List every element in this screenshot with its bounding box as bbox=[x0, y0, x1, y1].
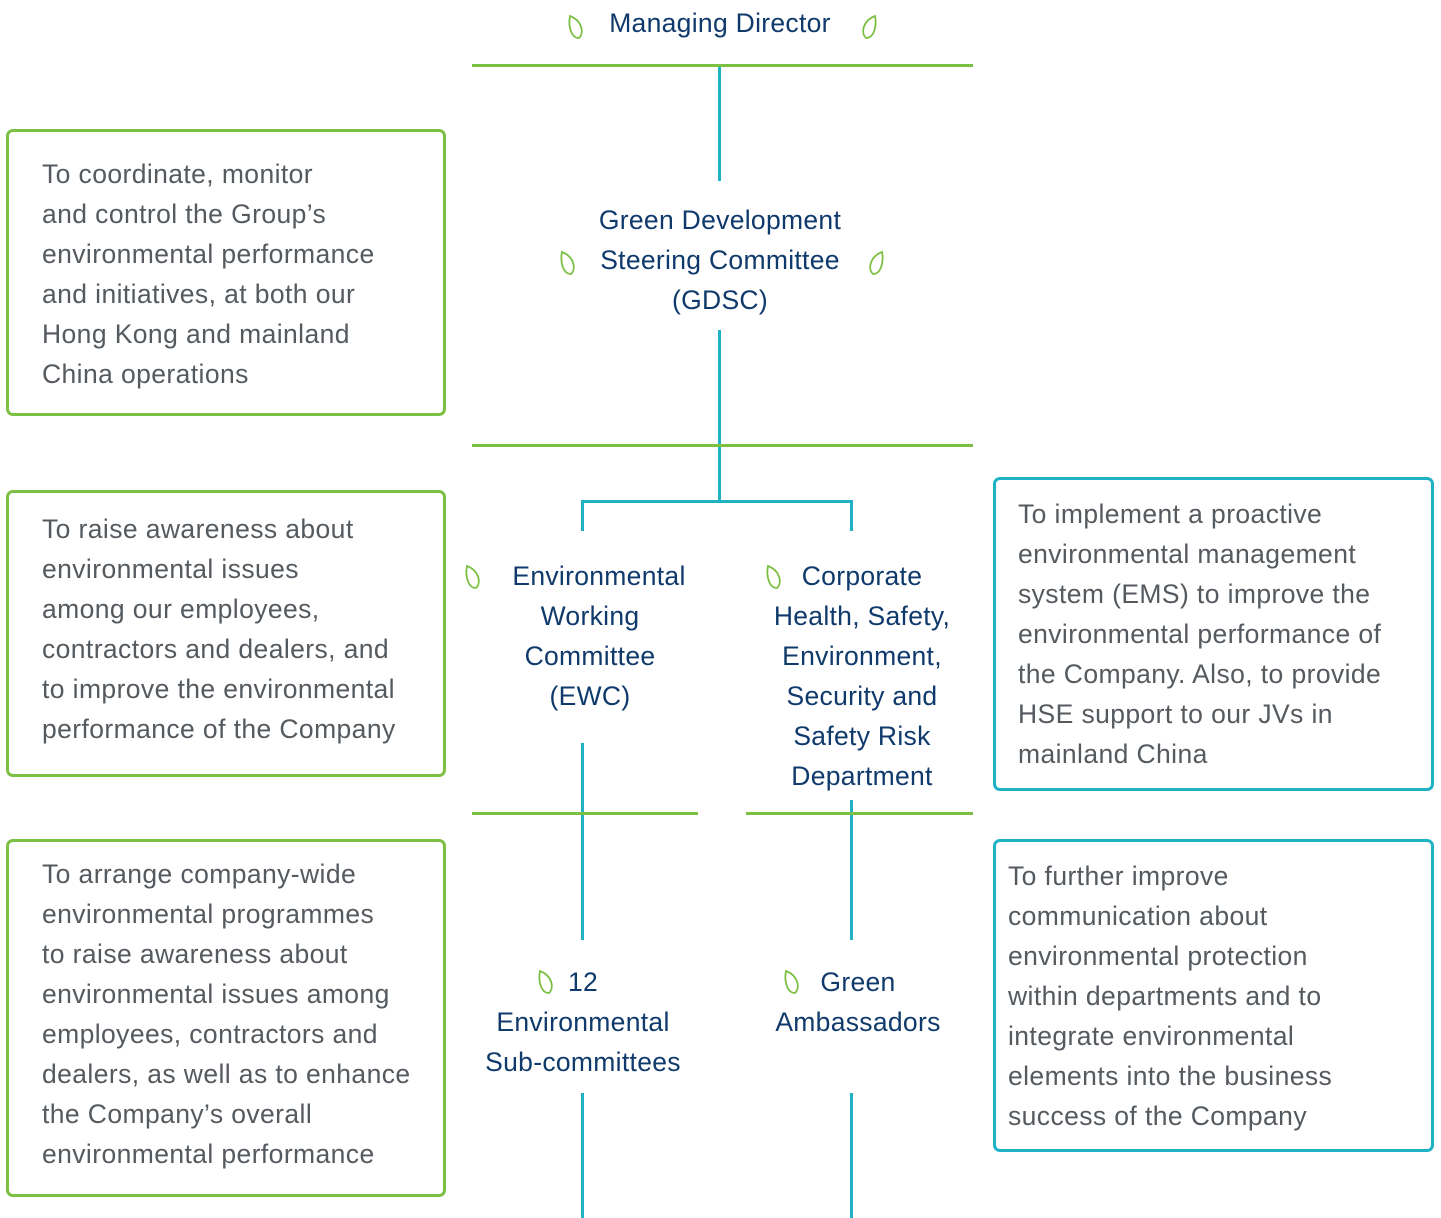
desc-text-gdsc: To coordinate, monitor and control the G… bbox=[42, 159, 375, 389]
desc-box-ewc: To raise awareness about environmental i… bbox=[6, 490, 446, 777]
connector-gdsc-split bbox=[718, 330, 721, 502]
desc-text-ambassadors: To further improve communication about e… bbox=[1008, 861, 1333, 1131]
divider-right-lower bbox=[746, 812, 973, 815]
leaf-icon bbox=[568, 14, 583, 39]
desc-box-subcommittees: To arrange company-wide environmental pr… bbox=[6, 839, 446, 1197]
connector-amb-bottom bbox=[850, 1093, 853, 1218]
leaf-icon bbox=[869, 250, 884, 275]
leaf-icon bbox=[538, 969, 553, 994]
connector-md-gdsc bbox=[718, 66, 721, 181]
leaf-icon bbox=[862, 14, 877, 39]
desc-box-ambassadors: To further improve communication about e… bbox=[993, 839, 1434, 1152]
divider-middle bbox=[472, 444, 973, 447]
connector-chsse-amb bbox=[850, 800, 853, 940]
desc-box-chsse: To implement a proactive environmental m… bbox=[993, 477, 1434, 791]
node-managing-director: Managing Director bbox=[609, 8, 831, 38]
connector-split-chsse bbox=[850, 500, 853, 531]
desc-text-ewc: To raise awareness about environmental i… bbox=[42, 514, 396, 744]
divider-left-lower bbox=[472, 812, 698, 815]
leaf-icon bbox=[784, 969, 799, 994]
connector-split-bar bbox=[581, 500, 853, 503]
desc-box-gdsc: To coordinate, monitor and control the G… bbox=[6, 129, 446, 416]
connector-sub-bottom bbox=[581, 1093, 584, 1218]
connector-split-ewc bbox=[581, 500, 584, 531]
node-ewc: Environmental Working Committee (EWC) bbox=[512, 561, 686, 711]
leaf-icon bbox=[560, 250, 575, 275]
node-ambassadors: Green Ambassadors bbox=[775, 967, 941, 1037]
node-subcommittees: 12 Environmental Sub-committees bbox=[485, 967, 681, 1077]
divider-top bbox=[472, 64, 973, 67]
node-chsse: Corporate Health, Safety, Environment, S… bbox=[773, 561, 951, 791]
leaf-icon bbox=[766, 564, 781, 589]
connector-ewc-sub bbox=[581, 743, 584, 940]
node-gdsc: Green Development Steering Committee (GD… bbox=[598, 205, 842, 315]
desc-text-chsse: To implement a proactive environmental m… bbox=[1018, 499, 1382, 769]
leaf-icon bbox=[465, 564, 480, 589]
desc-text-subcommittees: To arrange company-wide environmental pr… bbox=[42, 859, 411, 1169]
